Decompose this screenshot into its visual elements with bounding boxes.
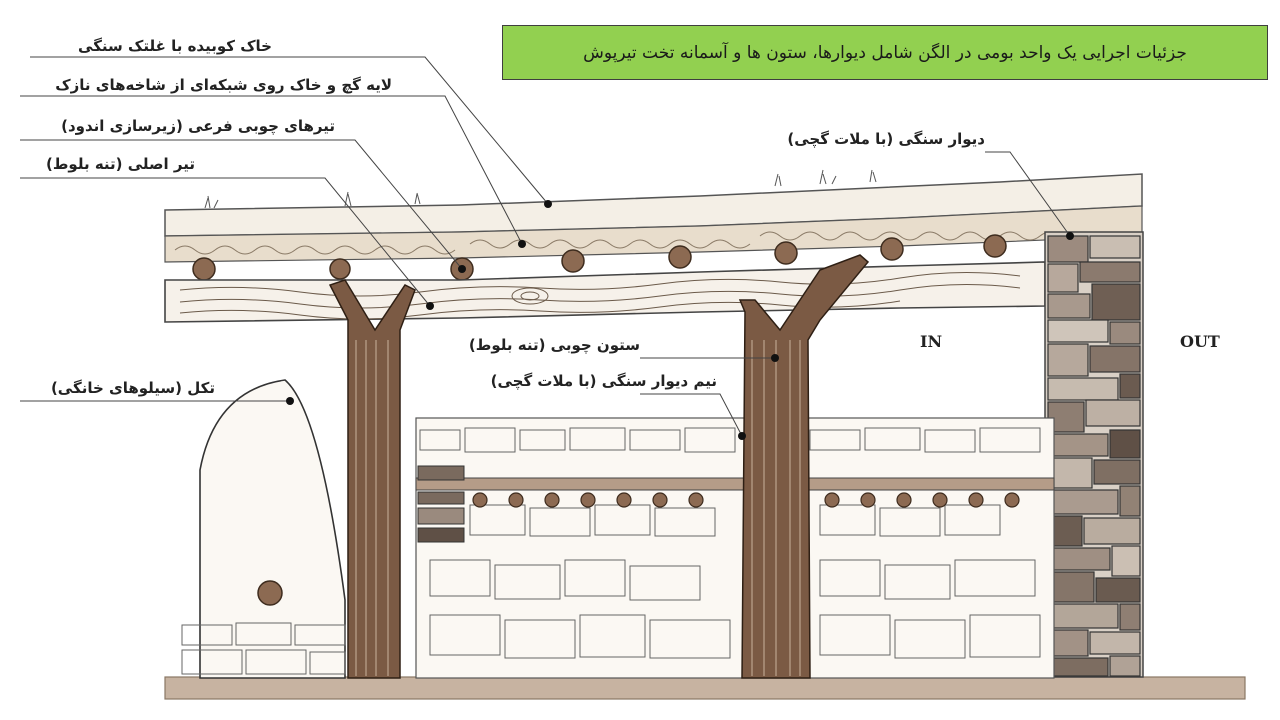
label-wooden-column: ستون چوبی (تنه بلوط)	[468, 336, 640, 354]
label-inside: IN	[920, 332, 943, 351]
label-main-beam: تیر اصلی (تنه بلوط)	[46, 155, 195, 173]
ground-strip	[164, 676, 1246, 700]
beam-grain	[179, 271, 1021, 320]
leader-dots	[286, 200, 1074, 440]
diagram-title: جزئیات اجرایی یک واحد بومی در الگن شامل …	[502, 25, 1268, 80]
silo-body	[199, 379, 346, 679]
column-left-grain	[355, 340, 389, 676]
column-right	[738, 254, 870, 679]
label-half-stone-wall: نیم دیوار سنگی (با ملات گچی)	[490, 372, 717, 390]
column-right-grain	[751, 340, 801, 676]
label-outside: OUT	[1180, 332, 1220, 351]
label-stone-wall: دیوار سنگی (با ملات گچی)	[787, 130, 985, 148]
joist-ends	[192, 234, 1007, 281]
half-stone-wall	[415, 417, 1055, 679]
silo-base-stones	[181, 622, 346, 675]
label-secondary-joists: تیرهای چوبی فرعی (زیرسازی اندود)	[61, 117, 335, 135]
label-household-silo: تکل (سیلوهای خانگی)	[50, 379, 215, 397]
silo-opening	[257, 580, 283, 606]
label-compacted-soil: خاک کوبیده با غلتک سنگی	[78, 37, 272, 55]
half-wall-stones	[419, 427, 1041, 659]
leader-lines	[20, 56, 1071, 437]
tie-beam	[415, 477, 1055, 491]
wall-stones	[1047, 235, 1141, 677]
column-left	[328, 279, 416, 679]
wall-left-stack	[417, 465, 465, 543]
label-gypsum-soil-branches: لایه گچ و خاک روی شبکه‌ای از شاخه‌های نا…	[55, 76, 392, 94]
tie-joist-ends	[472, 492, 1020, 508]
